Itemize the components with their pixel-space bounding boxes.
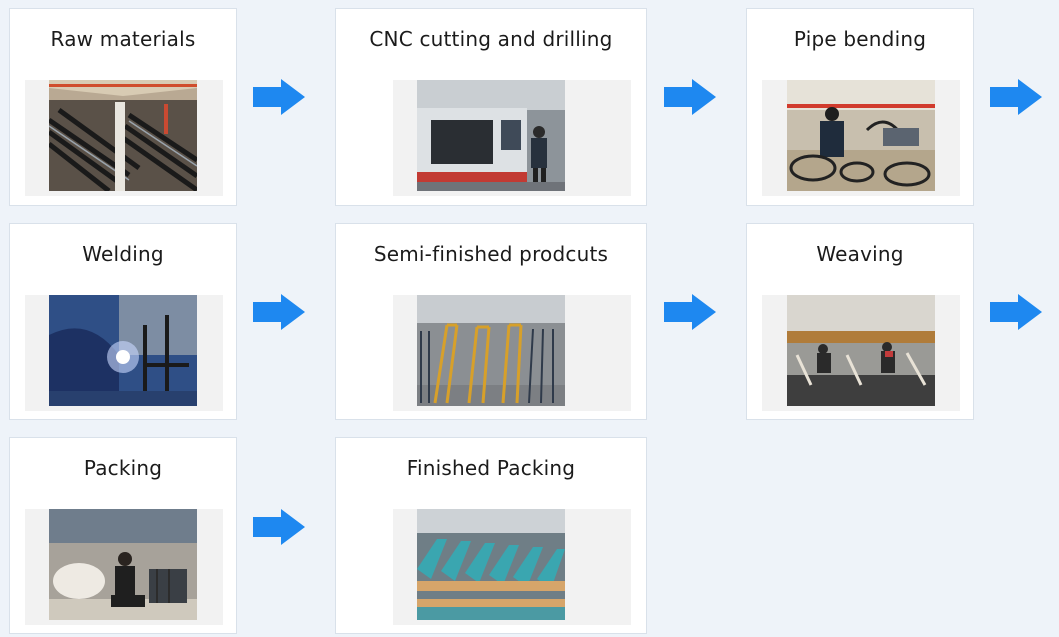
step-title: Welding <box>82 242 164 266</box>
right-arrow-icon <box>988 77 1044 117</box>
right-arrow-icon <box>988 292 1044 332</box>
packing-photo <box>49 509 197 620</box>
step-title: Packing <box>83 456 163 480</box>
step-card-raw-materials: Raw materials <box>9 8 237 206</box>
step-title: CNC cutting and drilling <box>369 27 613 51</box>
right-arrow-icon <box>251 292 307 332</box>
pipe-bending-photo <box>787 80 935 191</box>
step-card-semi-finished: Semi-finished prodcuts <box>335 223 647 420</box>
weaving-workshop-photo <box>787 295 935 406</box>
step-card-welding: Welding <box>9 223 237 420</box>
step-card-cnc: CNC cutting and drilling <box>335 8 647 206</box>
step-title: Finished Packing <box>406 456 576 480</box>
step-title: Raw materials <box>50 27 196 51</box>
steel-pipes-warehouse-photo <box>49 80 197 191</box>
step-title: Weaving <box>816 242 904 266</box>
step-card-finished-packing: Finished Packing <box>335 437 647 634</box>
step-card-pipe-bending: Pipe bending <box>746 8 974 206</box>
step-title: Pipe bending <box>793 27 927 51</box>
step-card-weaving: Weaving <box>746 223 974 420</box>
welding-photo <box>49 295 197 406</box>
chair-frames-photo <box>417 295 565 406</box>
step-title: Semi-finished prodcuts <box>373 242 609 266</box>
right-arrow-icon <box>251 77 307 117</box>
right-arrow-icon <box>662 77 718 117</box>
cnc-machine-photo <box>417 80 565 191</box>
packed-chairs-photo <box>417 509 565 620</box>
step-card-packing: Packing <box>9 437 237 634</box>
right-arrow-icon <box>251 507 307 547</box>
right-arrow-icon <box>662 292 718 332</box>
